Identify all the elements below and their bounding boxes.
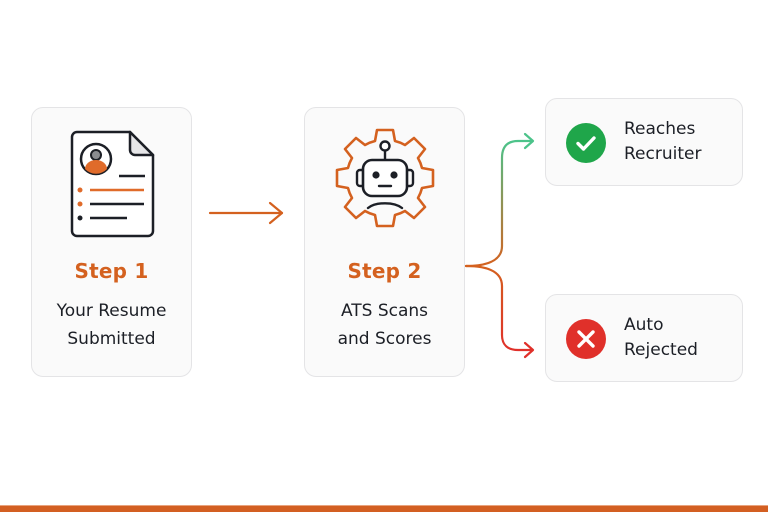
robot-icon <box>355 140 414 210</box>
step-2-desc-line2: and Scores <box>337 329 432 349</box>
outcome-2-line1: Auto <box>624 315 664 335</box>
step-1-title: Step 1 <box>74 259 149 283</box>
outcome-auto-rejected-label: Auto Rejected <box>624 313 698 363</box>
outcome-auto-rejected-card: Auto Rejected <box>545 294 743 382</box>
step-2-description: ATS Scans and Scores <box>305 297 464 353</box>
bottom-accent-bar <box>0 505 768 512</box>
outcome-2-line2: Rejected <box>624 340 698 360</box>
check-icon <box>566 123 606 163</box>
resume-document-icon <box>67 128 157 244</box>
step-1-card: Step 1 Your Resume Submitted <box>31 107 192 377</box>
x-icon <box>566 319 606 359</box>
step-2-desc-line1: ATS Scans <box>340 301 429 321</box>
step-1-desc-line1: Your Resume <box>56 301 167 321</box>
step-2-card: Step 2 ATS Scans and Scores <box>304 107 465 377</box>
robot-gear-icon <box>331 124 439 236</box>
outcome-1-line1: Reaches <box>624 119 696 139</box>
outcome-reaches-recruiter-card: Reaches Recruiter <box>545 98 743 186</box>
step-1-desc-line2: Submitted <box>67 329 156 349</box>
gear-icon <box>335 128 434 228</box>
outcome-1-line2: Recruiter <box>624 144 702 164</box>
branch-arrow-rejected <box>464 264 535 359</box>
step-2-title: Step 2 <box>347 259 422 283</box>
branch-arrow-success <box>464 132 535 268</box>
outcome-reaches-recruiter-label: Reaches Recruiter <box>624 117 701 167</box>
arrow-step1-to-step2 <box>208 201 284 225</box>
step-1-description: Your Resume Submitted <box>32 297 191 353</box>
